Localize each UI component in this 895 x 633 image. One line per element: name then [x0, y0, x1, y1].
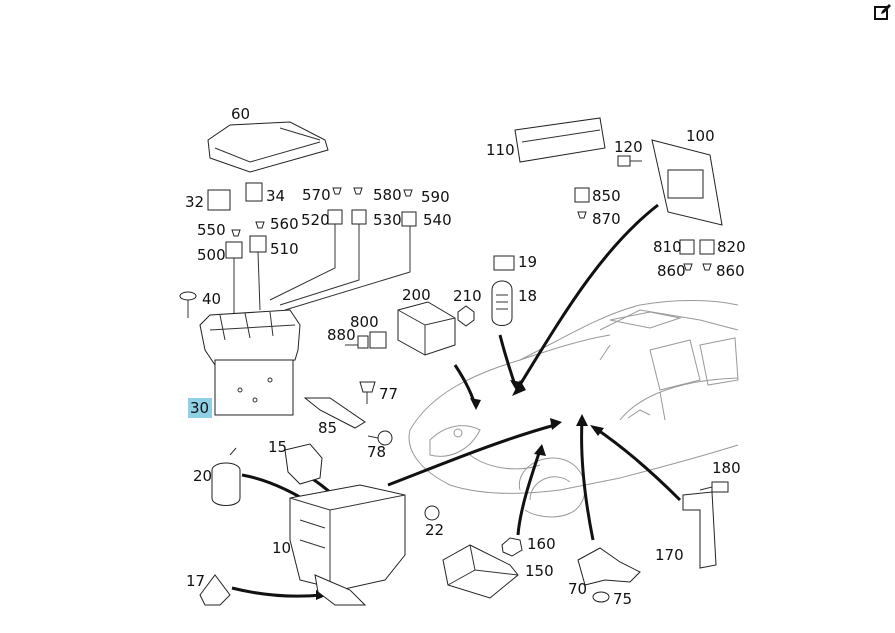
- part-22-grommet: [424, 505, 440, 521]
- callout-40[interactable]: 40: [202, 290, 221, 308]
- part-40-screw: [179, 291, 197, 318]
- callout-810[interactable]: 810: [653, 238, 682, 256]
- part-15-20: [211, 443, 323, 506]
- callout-550[interactable]: 550: [197, 221, 226, 239]
- callout-30[interactable]: 30: [190, 399, 209, 417]
- callout-580[interactable]: 580: [373, 186, 402, 204]
- callout-820[interactable]: 820: [717, 238, 746, 256]
- callout-110[interactable]: 110: [486, 141, 515, 159]
- callout-210[interactable]: 210: [453, 287, 482, 305]
- callout-570[interactable]: 570: [302, 186, 331, 204]
- callout-10[interactable]: 10: [272, 539, 291, 557]
- callout-34[interactable]: 34: [266, 187, 285, 205]
- callout-500[interactable]: 500: [197, 246, 226, 264]
- part-200-relay: [397, 301, 456, 356]
- part-160-nut: [501, 537, 523, 557]
- callout-20[interactable]: 20: [193, 467, 212, 485]
- callout-590[interactable]: 590: [421, 188, 450, 206]
- part-10-housing: [289, 484, 406, 606]
- callout-18[interactable]: 18: [518, 287, 537, 305]
- part-60-cover: [207, 121, 329, 173]
- callout-17[interactable]: 17: [186, 572, 205, 590]
- callout-100[interactable]: 100: [686, 127, 715, 145]
- callout-60[interactable]: 60: [231, 105, 250, 123]
- part-30-fuse-box: [199, 309, 301, 416]
- part-150-bracket: [442, 544, 519, 599]
- callout-520[interactable]: 520: [301, 211, 330, 229]
- callout-22[interactable]: 22: [425, 521, 444, 539]
- callout-78[interactable]: 78: [367, 443, 386, 461]
- part-880-800-connectors: [345, 331, 387, 349]
- callout-75[interactable]: 75: [613, 590, 632, 608]
- callout-160[interactable]: 160: [527, 535, 556, 553]
- part-120-screw: [617, 155, 642, 167]
- part-34-relay: [245, 182, 263, 202]
- car-outline: [408, 300, 739, 518]
- part-100-module: [651, 139, 723, 226]
- callout-77[interactable]: 77: [379, 385, 398, 403]
- callout-860[interactable]: 860: [657, 262, 686, 280]
- callout-860[interactable]: 860: [716, 262, 745, 280]
- part-170-180: [682, 481, 729, 569]
- callout-85[interactable]: 85: [318, 419, 337, 437]
- part-210-nut: [457, 305, 475, 327]
- callout-150[interactable]: 150: [525, 562, 554, 580]
- callout-800[interactable]: 800: [350, 313, 379, 331]
- small-relay-parts: [574, 187, 715, 271]
- callout-200[interactable]: 200: [402, 286, 431, 304]
- callout-120[interactable]: 120: [614, 138, 643, 156]
- part-110-module: [514, 117, 606, 163]
- callout-880[interactable]: 880: [327, 326, 356, 344]
- callout-19[interactable]: 19: [518, 253, 537, 271]
- part-17-mount: [199, 574, 231, 606]
- callout-15[interactable]: 15: [268, 438, 287, 456]
- part-32-relay: [207, 189, 231, 211]
- callout-510[interactable]: 510: [270, 240, 299, 258]
- callout-70[interactable]: 70: [568, 580, 587, 598]
- fuse-leader-lines: [233, 224, 411, 318]
- callout-870[interactable]: 870: [592, 210, 621, 228]
- part-70-75: [577, 547, 641, 603]
- edit-icon[interactable]: [873, 2, 893, 22]
- callout-850[interactable]: 850: [592, 187, 621, 205]
- part-77-85-78: [303, 381, 393, 446]
- callout-560[interactable]: 560: [270, 215, 299, 233]
- callout-540[interactable]: 540: [423, 211, 452, 229]
- callout-highlight: [188, 398, 212, 418]
- callout-32[interactable]: 32: [185, 193, 204, 211]
- callout-180[interactable]: 180: [712, 459, 741, 477]
- part-19-18-clips: [491, 255, 515, 326]
- callout-170[interactable]: 170: [655, 546, 684, 564]
- callout-labels: 60 32 34 570 580 590 520 530 540 550 560 500 510 40 30…: [185, 105, 746, 608]
- callout-530[interactable]: 530: [373, 211, 402, 229]
